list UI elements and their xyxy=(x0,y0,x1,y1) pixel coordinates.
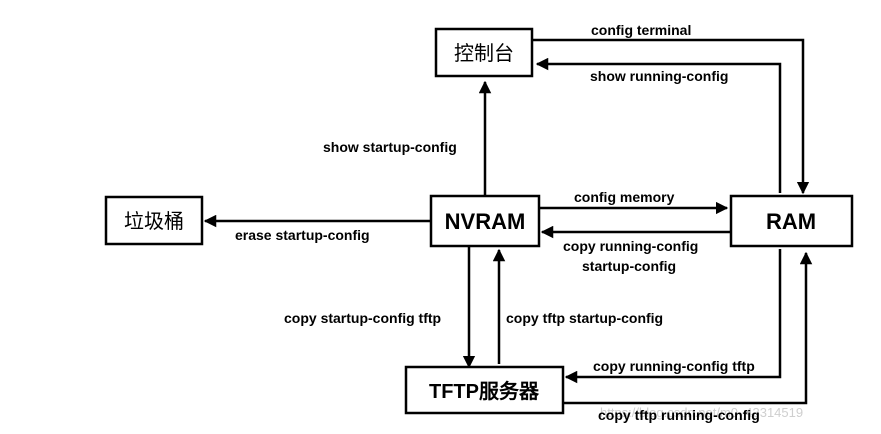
label-startup-config: startup-config xyxy=(582,258,676,274)
label-config-terminal: config terminal xyxy=(591,22,691,38)
node-nvram-label: NVRAM xyxy=(445,209,526,234)
label-copy-running-config-tftp: copy running-config tftp xyxy=(593,358,755,374)
node-ram-label: RAM xyxy=(766,209,816,234)
edge-copy-running-config-tftp xyxy=(564,249,782,384)
label-show-startup-config: show startup-config xyxy=(323,139,457,155)
node-trash-label: 垃圾桶 xyxy=(124,209,184,233)
edge-copy-tftp-running-config xyxy=(563,251,813,405)
edge-show-running-config xyxy=(535,57,782,193)
watermark-text: https://blog.csdn.net/m0_43314519 xyxy=(600,405,803,420)
node-tftp-server-label: TFTP服务器 xyxy=(429,379,540,403)
node-nvram: NVRAM xyxy=(429,194,541,248)
node-trash: 垃圾桶 xyxy=(104,195,204,246)
node-console: 控制台 xyxy=(434,27,534,78)
label-config-memory: config memory xyxy=(574,189,675,205)
label-copy-running-config: copy running-config xyxy=(563,238,698,254)
label-copy-tftp-running-config: copy tftp running-config xyxy=(598,407,760,423)
label-copy-startup-config-tftp: copy startup-config tftp xyxy=(284,310,441,326)
label-copy-tftp-startup-config: copy tftp startup-config xyxy=(506,310,663,326)
node-ram: RAM xyxy=(729,194,854,248)
label-show-running-config: show running-config xyxy=(590,68,728,84)
node-tftp-server: TFTP服务器 xyxy=(404,365,565,415)
label-erase-startup-config: erase startup-config xyxy=(235,227,370,243)
edge-config-terminal xyxy=(533,38,810,195)
node-console-label: 控制台 xyxy=(454,41,514,65)
